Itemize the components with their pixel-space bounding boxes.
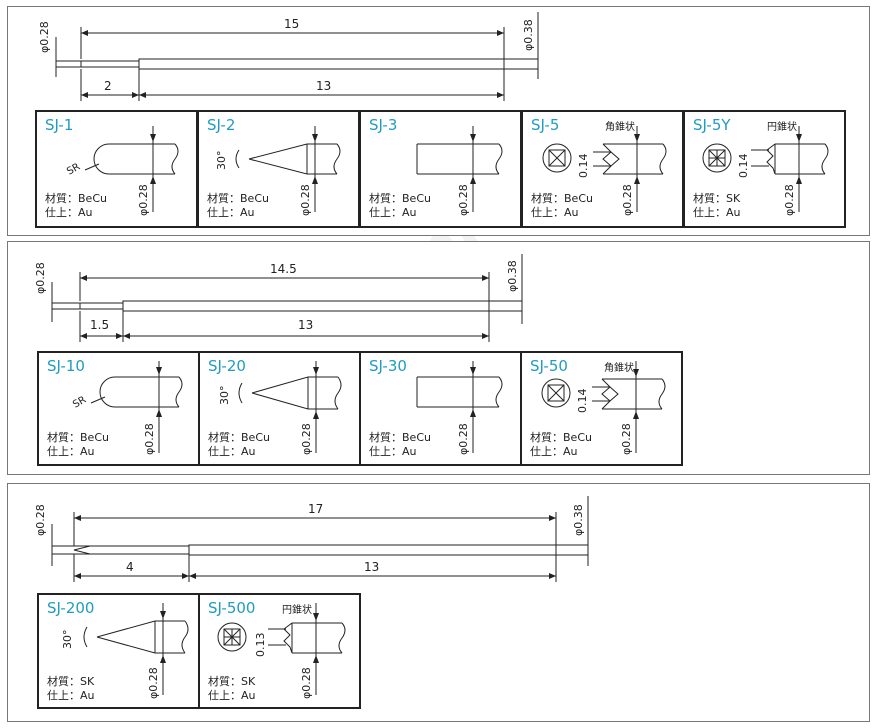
tip-length: 4: [126, 560, 134, 574]
part-number: SJ-3: [369, 116, 398, 134]
tip-shape-label: 円錐状: [282, 605, 312, 616]
body-diameter: φ0.38: [572, 504, 585, 536]
tip-profile-cone: [235, 126, 341, 212]
panel-sj1-series: 15 2 13 φ0.28 φ0.38 SJ-1 SR φ0.28 材質：BeC…: [7, 6, 870, 236]
tip-profile-flat: [416, 126, 503, 212]
tip-shape-label: 角錐状: [605, 122, 635, 133]
body-diameter: φ0.38: [506, 260, 519, 292]
part-number: SJ-5Y: [693, 116, 731, 134]
part-number: SJ-5: [531, 116, 560, 134]
tip-diameter: φ0.28: [38, 21, 51, 53]
part-number: SJ-30: [369, 357, 407, 375]
body-length: 13: [364, 560, 380, 574]
tip-profile-round: [84, 126, 179, 212]
total-length: 15: [284, 17, 300, 31]
part-number: SJ-50: [530, 357, 568, 375]
tip-length: 2: [104, 79, 112, 93]
cone-angle: 30°: [215, 150, 228, 171]
diameter-label: φ0.28: [147, 667, 160, 699]
pin-dimension-drawing: [51, 254, 523, 342]
part-number: SJ-10: [47, 357, 85, 375]
panel-sj10-series: 14.5 1.5 13 φ0.28 φ0.38 SJ-10 SR φ0.28 材…: [7, 241, 870, 475]
tip-shape-label: 角錐状: [604, 363, 634, 374]
tip-diameter: φ0.28: [34, 504, 47, 536]
tip-height: 0.14: [576, 388, 589, 414]
tip-profile-pyramid: [541, 361, 666, 453]
tip-length: 1.5: [90, 318, 110, 332]
diameter-label: φ0.28: [137, 184, 150, 216]
tip-profile-crown: [217, 603, 346, 695]
tip-shape-label: 円錐状: [767, 122, 797, 133]
tip-profile-pyramid: [542, 126, 667, 212]
part-number: SJ-500: [208, 599, 256, 617]
tip-profile-flat: [416, 361, 503, 453]
body-length: 13: [298, 318, 314, 332]
panel-sj200-series: 17 4 13 φ0.28 φ0.38 SJ-200 30° φ0.28 材質：…: [7, 483, 870, 722]
body-diameter: φ0.38: [522, 19, 535, 51]
part-number: SJ-20: [208, 357, 246, 375]
body-length: 13: [316, 79, 332, 93]
diameter-label: φ0.28: [457, 423, 470, 455]
diameter-label: φ0.28: [783, 184, 796, 216]
diameter-label: φ0.28: [620, 423, 633, 455]
diameter-label: φ0.28: [299, 184, 312, 216]
tip-height: 0.13: [254, 632, 267, 658]
diameter-label: φ0.28: [300, 667, 313, 699]
tip-profile-round: [90, 361, 183, 453]
tip-height: 0.14: [577, 153, 590, 179]
tip-profile-crown: [702, 126, 829, 212]
pin-dimension-drawing: [51, 496, 589, 582]
part-number: SJ-2: [207, 116, 236, 134]
diameter-label: φ0.28: [300, 423, 313, 455]
part-number: SJ-1: [45, 116, 74, 134]
diameter-label: φ0.28: [143, 423, 156, 455]
pin-dimension-drawing: [55, 12, 539, 101]
part-number: SJ-200: [47, 599, 95, 617]
total-length: 14.5: [270, 262, 297, 276]
cone-angle: 30°: [218, 385, 231, 406]
tip-diameter: φ0.28: [34, 262, 47, 294]
tip-height: 0.14: [737, 153, 750, 179]
diameter-label: φ0.28: [457, 184, 470, 216]
tip-profile-cone: [83, 603, 189, 695]
total-length: 17: [308, 502, 324, 516]
diameter-label: φ0.28: [621, 184, 634, 216]
tip-profile-cone: [238, 361, 342, 453]
cone-angle: 30°: [61, 629, 74, 650]
